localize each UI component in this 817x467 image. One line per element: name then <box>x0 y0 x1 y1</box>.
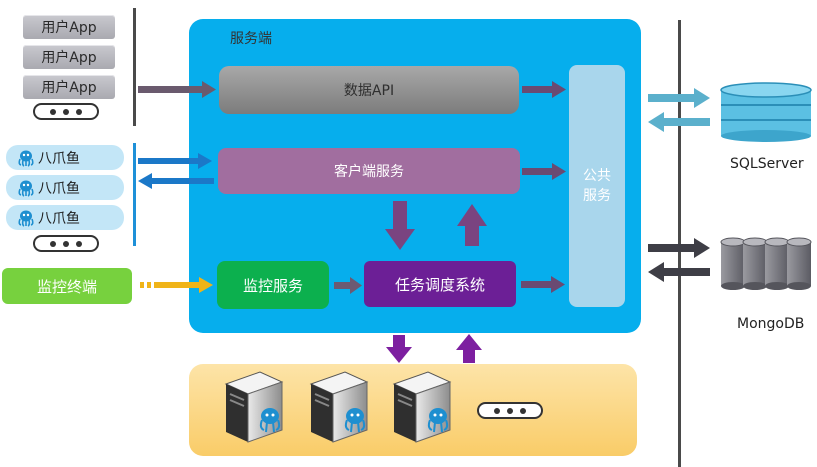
octopus-label-1: 八爪鱼 <box>38 150 80 167</box>
public-service-box: 公共 服务 <box>569 65 625 307</box>
arrow-icon <box>522 163 566 180</box>
arrow-icon <box>648 262 710 282</box>
octopus-icon <box>18 180 34 197</box>
server-icon <box>224 371 284 443</box>
arrow-icon <box>138 173 214 189</box>
octopus-label-3: 八爪鱼 <box>38 210 80 227</box>
arrow-icon <box>456 334 482 363</box>
arrow-icon <box>334 277 362 294</box>
arrow-icon <box>648 112 710 132</box>
database-cylinder-icon <box>720 237 812 290</box>
arrow-icon <box>385 201 415 250</box>
server-icon <box>392 371 452 443</box>
user-app-1: 用户App <box>23 15 115 39</box>
octopus-label-2: 八爪鱼 <box>38 180 80 197</box>
user-app-2: 用户App <box>23 45 115 69</box>
ellipsis-icon <box>33 235 99 252</box>
server-icon <box>309 371 369 443</box>
monitor-terminal: 监控终端 <box>2 268 132 304</box>
arrow-icon <box>522 81 566 98</box>
octopus-client-1: 八爪鱼 <box>6 145 124 170</box>
data-api-box: 数据API <box>219 66 519 114</box>
octopus-icon <box>18 210 34 227</box>
client-service-box: 客户端服务 <box>218 148 520 194</box>
database-cylinder-icon <box>720 82 812 142</box>
octopus-client-2: 八爪鱼 <box>6 175 124 200</box>
mongodb-label: MongoDB <box>737 316 805 332</box>
app-divider-line <box>133 8 136 126</box>
sqlserver-label: SQLServer <box>730 156 804 172</box>
ellipsis-icon <box>33 103 99 120</box>
db-divider-line <box>678 20 681 467</box>
arrow-icon <box>648 238 710 258</box>
arrow-icon <box>457 204 487 246</box>
arrow-icon <box>648 88 710 108</box>
octopus-client-3: 八爪鱼 <box>6 205 124 230</box>
arrow-icon <box>138 153 212 169</box>
user-app-3: 用户App <box>23 75 115 99</box>
arrow-icon <box>140 277 213 293</box>
server-title: 服务端 <box>230 31 272 47</box>
scheduler-box: 任务调度系统 <box>364 261 516 307</box>
client-divider-line <box>133 143 136 246</box>
arrow-icon <box>386 335 412 363</box>
arrow-icon <box>521 276 565 293</box>
ellipsis-icon <box>477 402 543 419</box>
arrow-icon <box>138 81 216 98</box>
monitor-service-box: 监控服务 <box>217 261 329 309</box>
octopus-icon <box>18 150 34 167</box>
